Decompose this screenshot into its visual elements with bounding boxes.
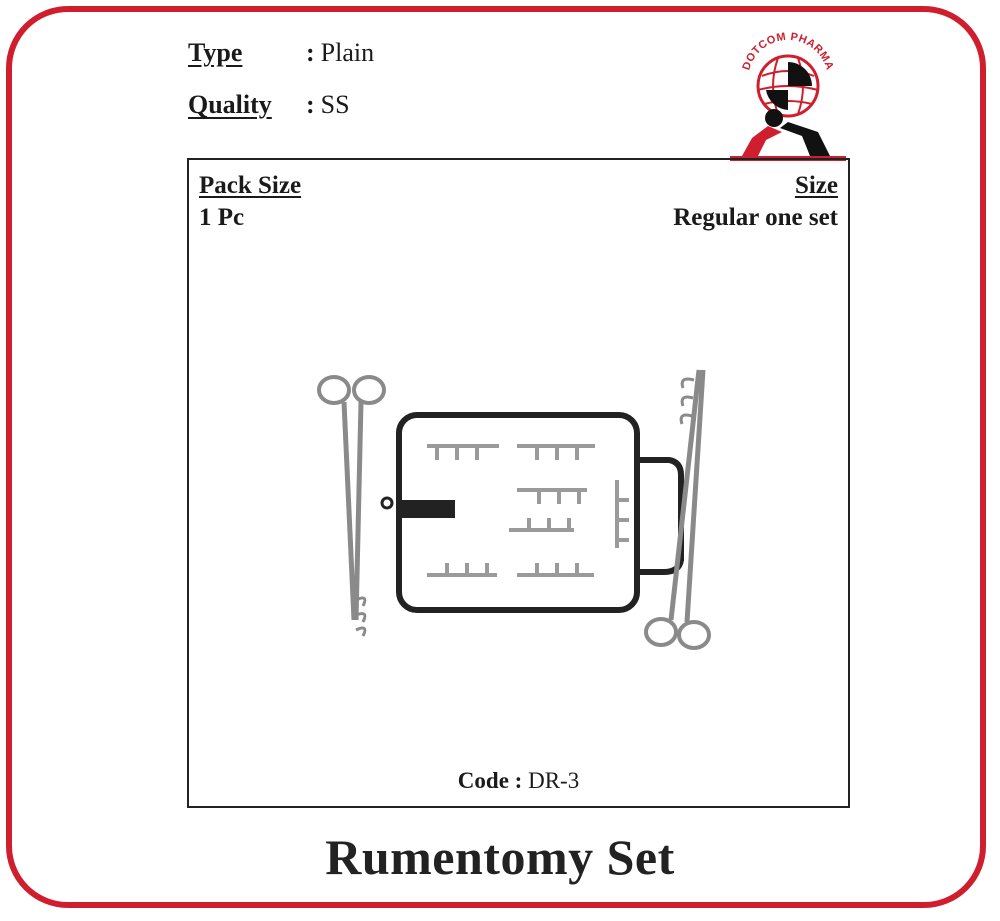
- quality-label: Quality: [188, 90, 272, 119]
- rumentomy-set-photo: [317, 369, 711, 650]
- size-value: Regular one set: [673, 204, 838, 231]
- retractor-hooks: [427, 444, 629, 577]
- code-label: Code :: [457, 768, 523, 793]
- dotcom-pharma-logo: DOTCOM PHARMA: [730, 31, 846, 161]
- product-code: Code : DR-3: [189, 768, 848, 794]
- right-forceps: [644, 369, 711, 650]
- product-title: Rumentomy Set: [325, 829, 675, 885]
- quality-value: SS: [320, 90, 350, 119]
- pack-size-label: Pack Size: [199, 172, 302, 199]
- quality-colon: :: [306, 90, 315, 119]
- type-value: Plain: [320, 38, 375, 67]
- code-value: DR-3: [528, 768, 580, 793]
- type-label: Type: [188, 38, 243, 67]
- product-box: Pack Size 1 Pc Size Regular one set: [187, 158, 850, 808]
- type-colon: :: [306, 38, 315, 67]
- pack-size-value: 1 Pc: [199, 204, 245, 231]
- left-forceps: [317, 375, 386, 637]
- spec-quality-row: Quality : SS: [188, 90, 350, 120]
- size-label: Size: [794, 172, 838, 199]
- spec-type-row: Type : Plain: [188, 38, 374, 68]
